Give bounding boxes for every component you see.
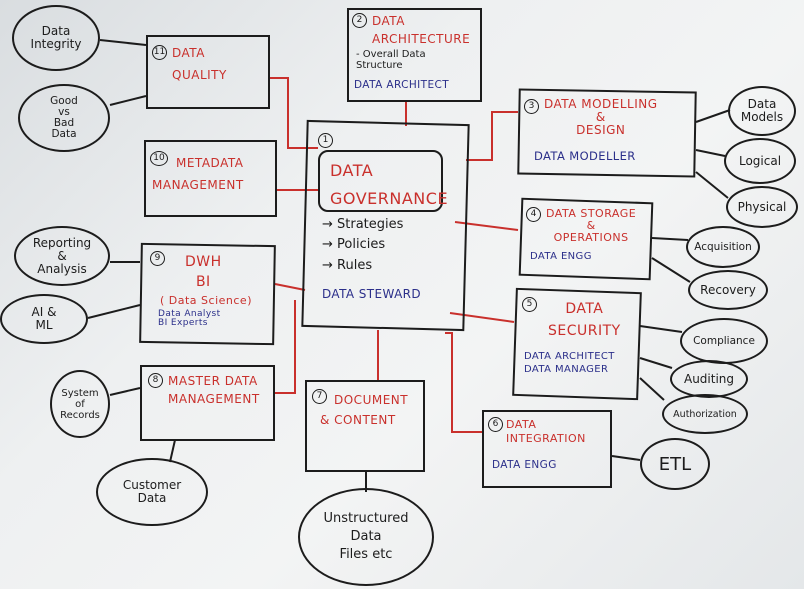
architecture-subtitle: - Overall Data Structure	[356, 49, 426, 71]
reporting-analysis-ellipse: Reporting & Analysis	[14, 226, 110, 286]
integration-role: DATA ENGG	[492, 459, 557, 471]
dwh-number: 9	[150, 251, 165, 266]
dwh-subtitle: ( Data Science)	[160, 294, 252, 307]
architecture-title: DATA ARCHITECTURE	[372, 14, 471, 46]
storage-number: 4	[526, 207, 541, 222]
modelling-title: DATA MODELLING & DESIGN	[544, 97, 658, 137]
metadata-management-box	[144, 140, 277, 217]
customer-data-ellipse: Customer Data	[96, 458, 208, 526]
security-role: DATA ARCHITECT DATA MANAGER	[524, 351, 615, 375]
modelling-number: 3	[524, 99, 539, 114]
data-governance-title-box	[318, 150, 443, 212]
architecture-role: DATA ARCHITECT	[354, 79, 450, 91]
master-data-box	[140, 365, 275, 441]
unstructured-data-ellipse: Unstructured Data Files etc	[298, 488, 434, 586]
dwh-title: DWH BI	[185, 254, 222, 290]
etl-ellipse: ETL	[640, 438, 710, 490]
document-title: DOCUMENT & CONTENT	[320, 393, 409, 427]
quality-title: DATA QUALITY	[172, 46, 227, 82]
physical-ellipse: Physical	[726, 186, 798, 228]
storage-role: DATA ENGG	[530, 251, 592, 262]
integration-title: DATA INTEGRATION	[506, 418, 586, 445]
data-quality-box	[146, 35, 270, 109]
center-role: DATA STEWARD	[322, 287, 422, 301]
dwh-role: Data Analyst BI Experts	[158, 309, 221, 329]
modelling-role: DATA MODELLER	[534, 149, 636, 163]
data-models-ellipse: Data Models	[728, 86, 796, 136]
data-integration-box	[482, 410, 612, 488]
center-number: 1	[318, 133, 333, 148]
security-title: DATA SECURITY	[548, 301, 621, 339]
center-item-policies: → Policies	[322, 237, 386, 252]
metadata-title: METADATA MANAGEMENT	[152, 156, 244, 192]
center-title: DATA GOVERNANCE	[330, 161, 449, 208]
metadata-number: 10	[150, 151, 168, 166]
integration-number: 6	[488, 417, 503, 432]
compliance-ellipse: Compliance	[680, 318, 768, 364]
quality-number: 11	[152, 45, 167, 60]
security-number: 5	[522, 297, 537, 312]
auditing-ellipse: Auditing	[670, 360, 748, 398]
ai-ml-ellipse: AI & ML	[0, 294, 88, 344]
center-item-rules: → Rules	[322, 258, 373, 273]
document-content-box	[305, 380, 425, 472]
system-of-records-ellipse: System of Records	[50, 370, 110, 438]
data-architecture-box	[347, 8, 482, 102]
master-number: 8	[148, 373, 163, 388]
good-vs-bad-data-ellipse: Good vs Bad Data	[18, 84, 110, 152]
authorization-ellipse: Authorization	[662, 394, 748, 434]
master-title: MASTER DATA MANAGEMENT	[168, 374, 260, 406]
center-item-strategies: → Strategies	[322, 217, 404, 232]
logical-ellipse: Logical	[724, 138, 796, 184]
document-number: 7	[312, 389, 327, 404]
recovery-ellipse: Recovery	[688, 270, 768, 310]
storage-title: DATA STORAGE & OPERATIONS	[546, 207, 637, 244]
architecture-number: 2	[352, 13, 367, 28]
data-integrity-ellipse: Data Integrity	[12, 5, 100, 71]
acquisition-ellipse: Acquisition	[686, 226, 760, 268]
